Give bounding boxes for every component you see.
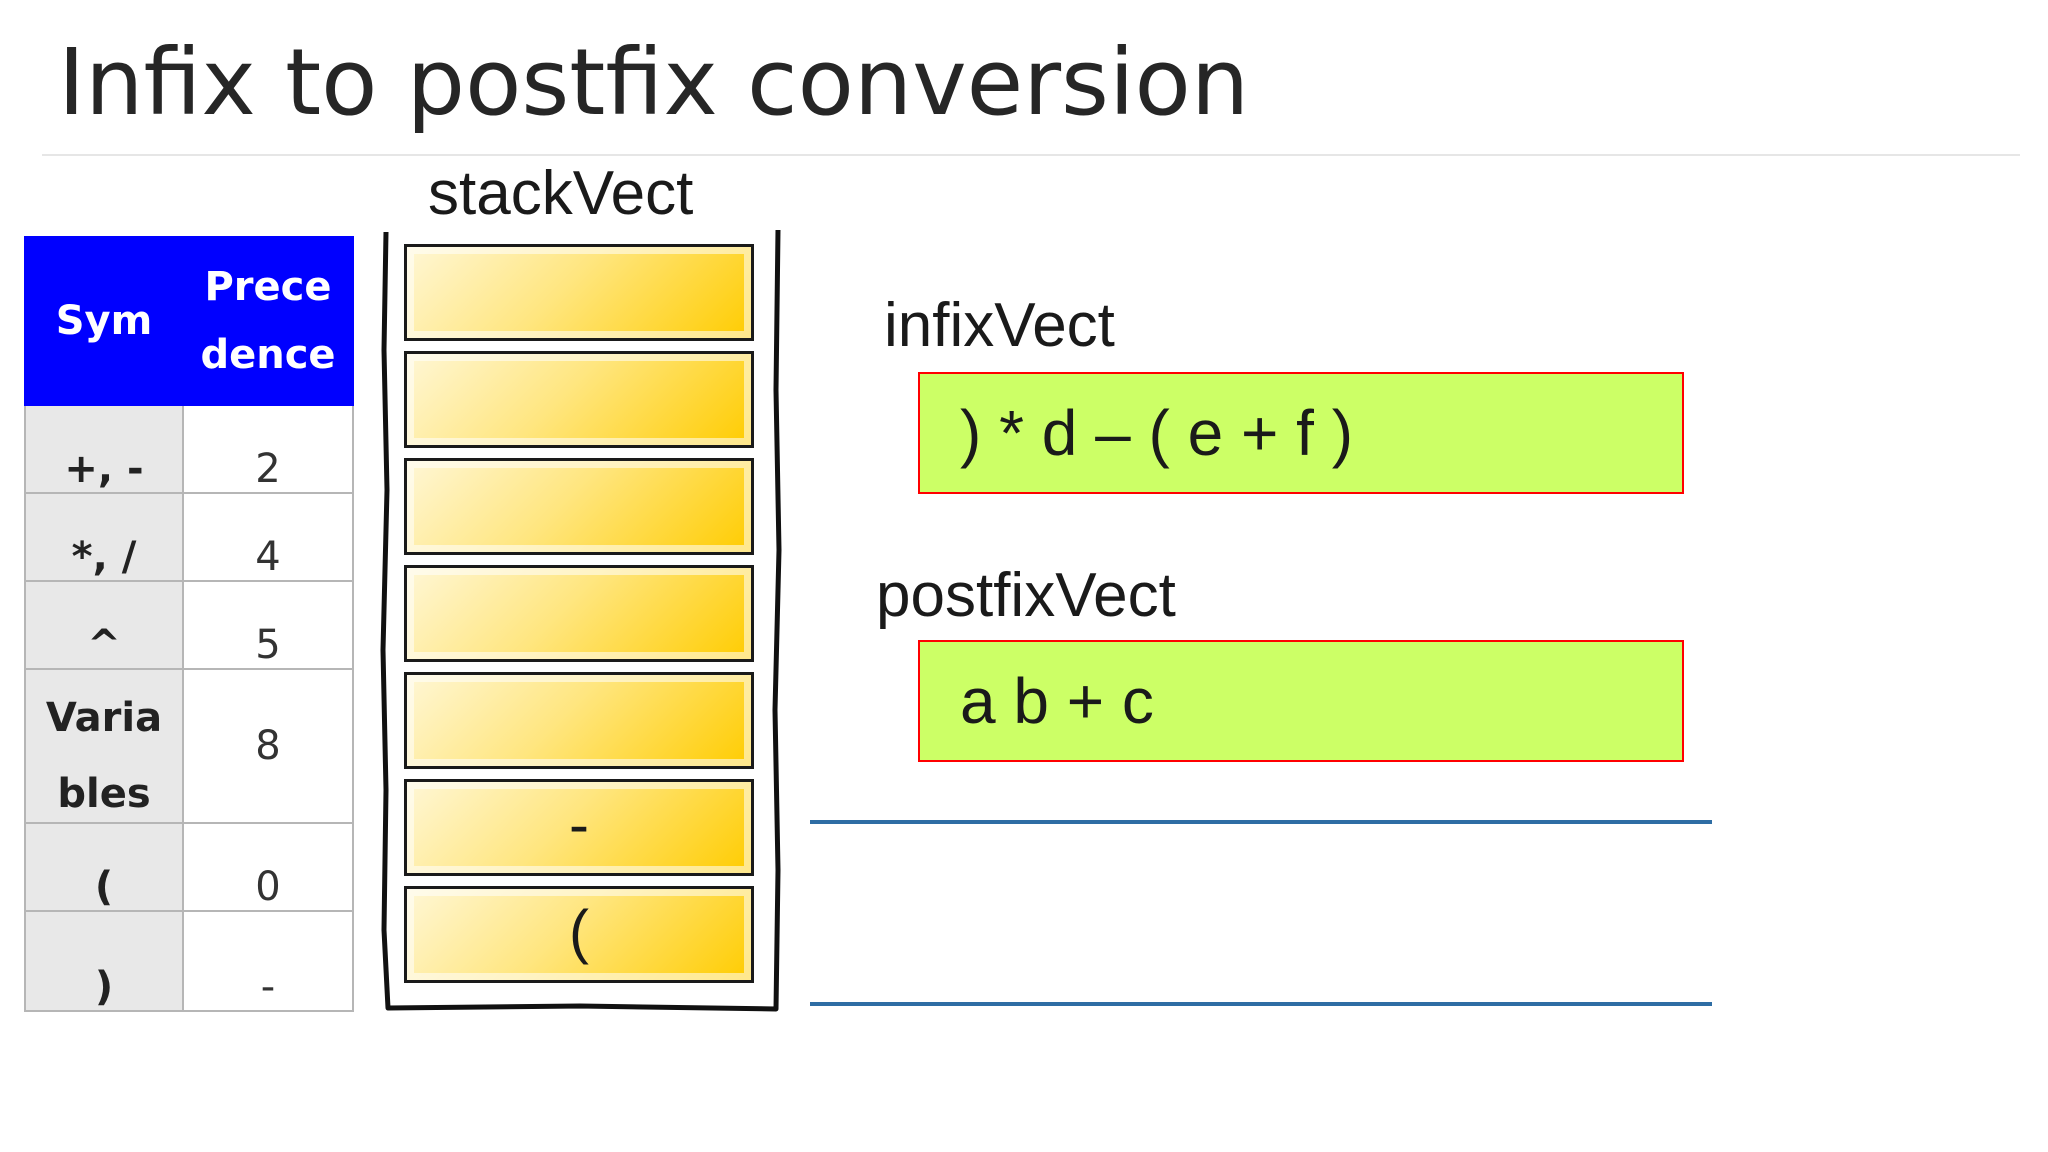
postfix-vector: a b + c xyxy=(918,640,1684,762)
table-sym-cell: ) xyxy=(24,910,184,1012)
stack-slot: - xyxy=(404,779,754,876)
stack-label: stackVect xyxy=(428,159,694,228)
divider-line xyxy=(810,820,1712,824)
table-row: ) - xyxy=(24,910,354,1012)
infix-vector: ) * d – ( e + f ) xyxy=(918,372,1684,494)
table-sym-cell: ^ xyxy=(24,580,184,670)
stack-slot xyxy=(404,565,754,662)
table-row: Varia bles 8 xyxy=(24,668,354,824)
stack-slot xyxy=(404,351,754,448)
table-value-cell: 2 xyxy=(182,404,354,494)
header-precedence: Prece dence xyxy=(182,236,354,406)
header-precedence-line2: dence xyxy=(200,332,336,378)
table-value-cell: 5 xyxy=(182,580,354,670)
table-value-cell: 4 xyxy=(182,492,354,582)
table-row: *, / 4 xyxy=(24,492,354,582)
stack-slot xyxy=(404,458,754,555)
postfix-label: postfixVect xyxy=(876,561,1176,630)
stack-slot xyxy=(404,672,754,769)
table-row: ( 0 xyxy=(24,822,354,912)
stack-slot: ( xyxy=(404,886,754,983)
stack-slot-value: - xyxy=(569,791,589,858)
table-sym-cell: Varia bles xyxy=(24,668,184,824)
header-precedence-line1: Prece xyxy=(204,264,332,310)
table-row: ^ 5 xyxy=(24,580,354,670)
header-sym: Sym xyxy=(24,236,184,406)
divider-line xyxy=(810,1002,1712,1006)
stack-frame xyxy=(380,230,782,1012)
table-value-cell: - xyxy=(182,910,354,1012)
table-value-cell: 0 xyxy=(182,822,354,912)
table-header-row: Sym Prece dence xyxy=(24,236,354,406)
table-value-cell: 8 xyxy=(182,668,354,824)
stack-cells: - ( xyxy=(404,244,754,993)
table-sym-cell: *, / xyxy=(24,492,184,582)
precedence-table: Sym Prece dence +, - 2 *, / 4 ^ 5 Varia … xyxy=(24,236,354,1012)
stack-slot xyxy=(404,244,754,341)
infix-label: infixVect xyxy=(884,291,1115,360)
stack-slot-value: ( xyxy=(569,898,589,965)
table-row: +, - 2 xyxy=(24,404,354,494)
sym-line2: bles xyxy=(57,771,151,817)
sym-line1: Varia xyxy=(45,695,163,741)
stack-container: - ( xyxy=(380,230,784,1012)
table-sym-cell: +, - xyxy=(24,404,184,494)
table-sym-cell: ( xyxy=(24,822,184,912)
slide-title: Infix to postfix conversion xyxy=(58,29,1250,136)
title-divider xyxy=(42,154,2020,156)
